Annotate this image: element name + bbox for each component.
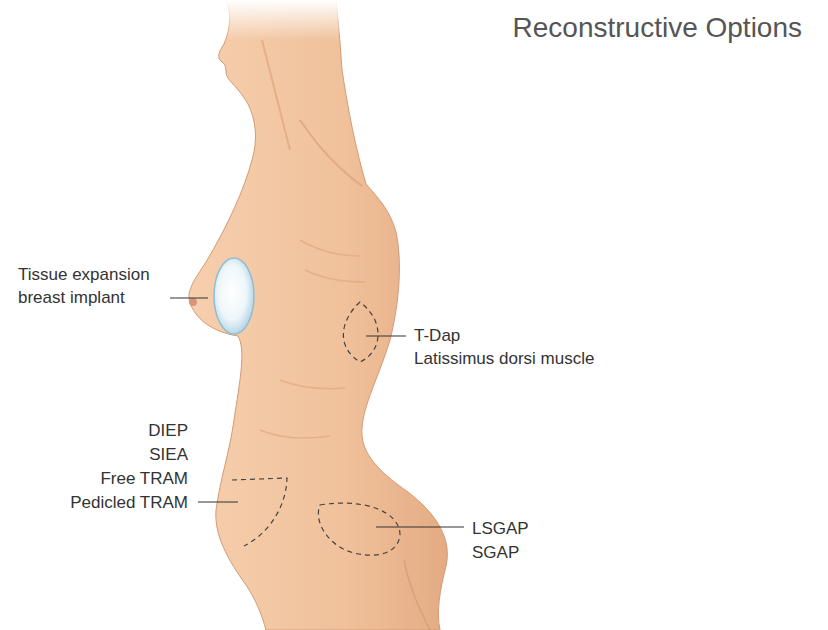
neck-shadow xyxy=(262,40,290,150)
option-label: DIEP xyxy=(148,419,188,442)
breast-implant xyxy=(214,258,254,334)
nipple xyxy=(189,298,197,306)
latissimus-flap-outline xyxy=(343,302,378,362)
leader-line xyxy=(198,501,238,502)
diagram-title: Reconstructive Options xyxy=(513,12,802,44)
gluteal-flap-outline xyxy=(318,503,400,555)
option-label: SGAP xyxy=(472,541,519,564)
option-label: Tissue expansion breast implant xyxy=(18,263,168,309)
option-label: T-Dap xyxy=(414,324,460,347)
leader-line xyxy=(376,526,464,527)
leader-line xyxy=(366,335,406,336)
top-fade xyxy=(200,0,360,40)
option-label: Pedicled TRAM xyxy=(70,491,188,514)
arm-crease xyxy=(300,120,362,186)
option-label: Latissimus dorsi muscle xyxy=(414,347,594,370)
buttock-crease xyxy=(404,560,430,630)
option-label: Free TRAM xyxy=(100,467,188,490)
abdominal-flap-outline xyxy=(232,478,287,546)
torso-body xyxy=(189,0,447,630)
leader-line xyxy=(170,297,208,298)
option-label: LSGAP xyxy=(472,517,529,540)
rib-shading xyxy=(260,240,365,438)
option-label: SIEA xyxy=(149,443,188,466)
